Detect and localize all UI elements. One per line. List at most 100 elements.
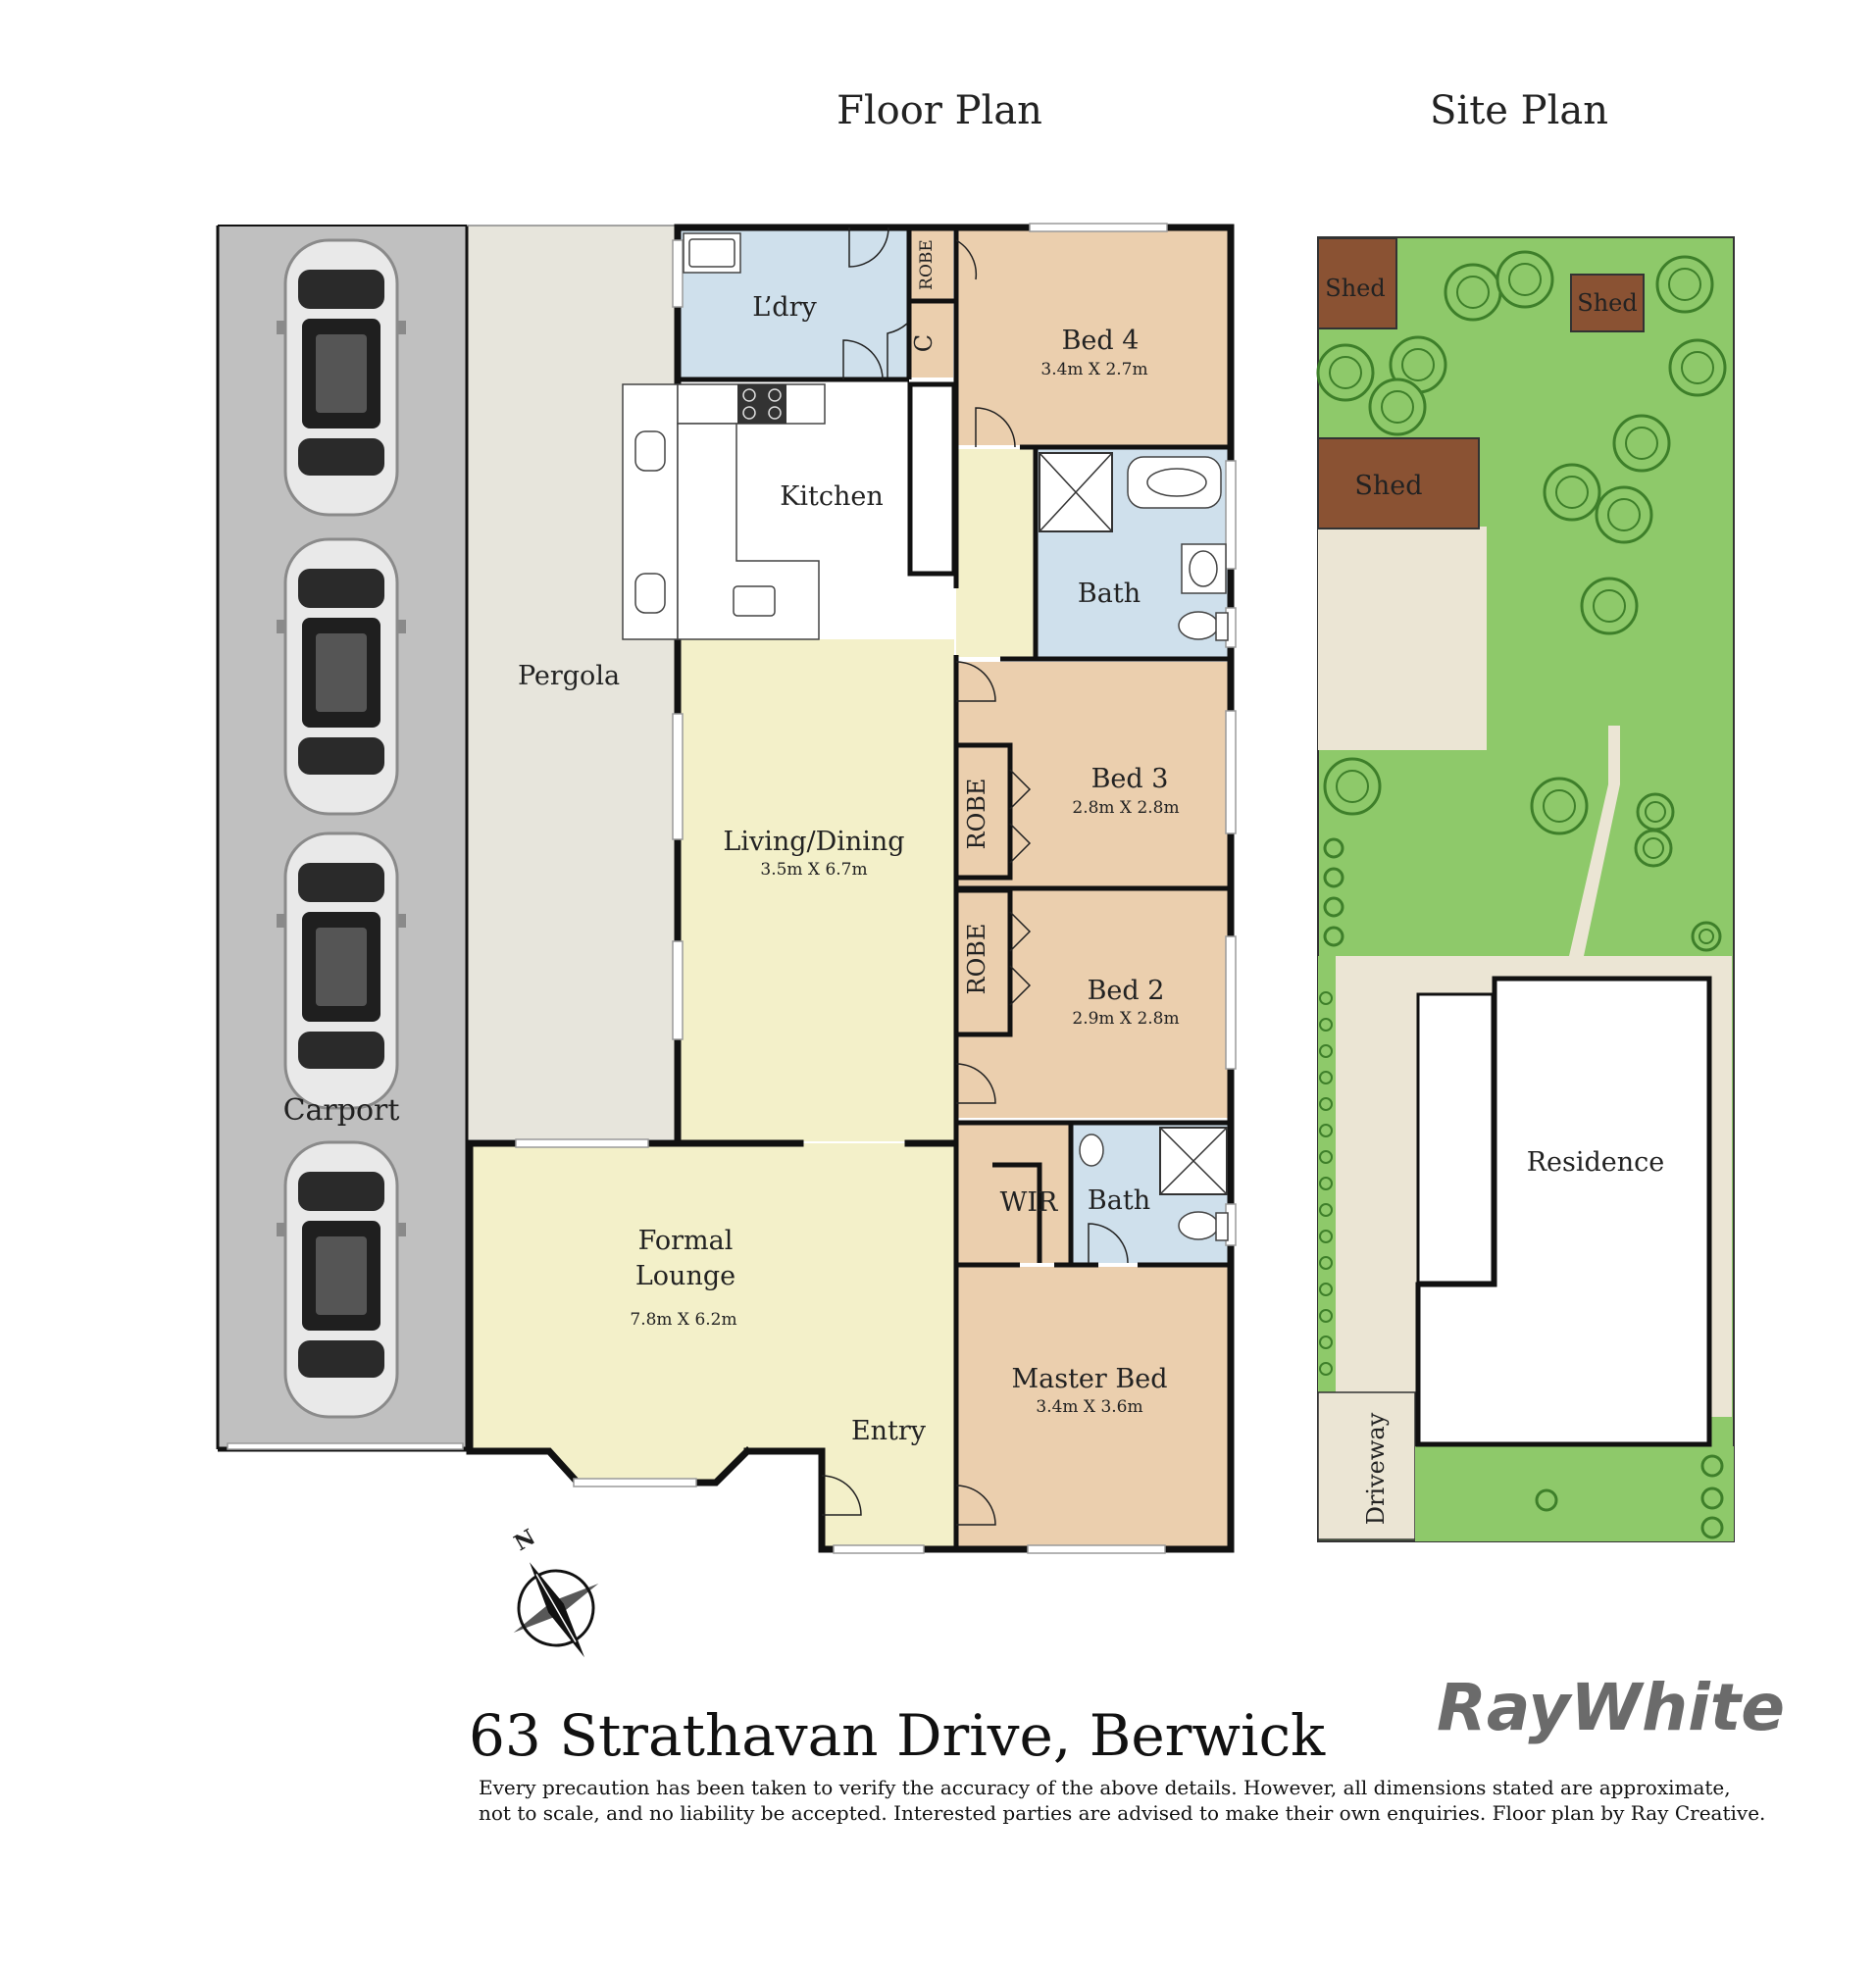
entry-window (833, 1544, 925, 1554)
tree-icon (1655, 255, 1714, 314)
car-icon (277, 537, 406, 816)
tree-icon (1323, 867, 1344, 888)
site-shed-2-label: Shed (1577, 289, 1637, 317)
laundry-kitchen-door (842, 339, 884, 380)
shower-icon (1039, 452, 1113, 532)
ensuite-toilet-cistern (1215, 1212, 1229, 1241)
kitchen-bench-l (677, 423, 820, 640)
cooktop-icon (737, 384, 786, 424)
tree-icon (1634, 829, 1673, 868)
tree-icon (1595, 485, 1653, 544)
formal-lounge-entry-area (470, 1143, 954, 1547)
tree-icon (1535, 1488, 1558, 1512)
site-shed-1-label: Shed (1325, 275, 1385, 302)
car-icon (277, 831, 406, 1110)
tree-icon (1530, 777, 1589, 835)
entry-label: Entry (851, 1416, 927, 1446)
wir-label: WIR (1000, 1187, 1058, 1218)
tree-icon (1700, 1486, 1724, 1510)
bath-vanity-basin (1189, 550, 1218, 587)
floor-plan-heading: Floor Plan (837, 88, 1042, 133)
exterior-wall-front (466, 1139, 804, 1486)
cupboard-label: C (910, 334, 938, 352)
compass-icon (513, 1562, 599, 1658)
bed3-room (956, 662, 1231, 887)
kitchen-bench-sink (733, 585, 776, 617)
ensuite-shower-icon (1159, 1127, 1228, 1195)
tree-icon (1580, 577, 1639, 635)
tree-icon (1700, 1516, 1724, 1539)
laundry-label: L’dry (752, 292, 817, 323)
property-address: 63 Strathavan Drive, Berwick (469, 1702, 1326, 1769)
bed2-window (1225, 935, 1237, 1070)
disclaimer-line-1: Every precaution has been taken to verif… (479, 1776, 1731, 1799)
bed4-dims: 3.4m X 2.7m (1040, 360, 1147, 379)
site-shed-2 (1570, 274, 1645, 332)
laundry-door (848, 227, 889, 268)
master-door (955, 1485, 996, 1526)
disclaimer-line-2: not to scale, and no liability be accept… (479, 1801, 1765, 1825)
tree-icon (1543, 463, 1601, 522)
tree-icon (1612, 414, 1671, 473)
bed2-robe-wall (956, 887, 1013, 1037)
laundry-sink-basin (688, 238, 735, 268)
site-rear-paving (1318, 527, 1487, 750)
bed2-door (955, 1063, 996, 1104)
kitchen-pantry-cabinet (907, 381, 957, 577)
master-bed-room (956, 1267, 1231, 1547)
master-window (1027, 1544, 1166, 1554)
ensuite-door (1088, 1223, 1129, 1264)
tree-icon (1368, 378, 1427, 436)
site-plan-heading: Site Plan (1430, 88, 1608, 133)
entry-door (821, 1475, 862, 1516)
bed3-window (1225, 710, 1237, 834)
living-window-upper (672, 713, 684, 840)
bed2-robe-label: ROBE (963, 924, 990, 995)
formal-lounge-label-line1: Formal (638, 1226, 734, 1256)
tree-icon (1700, 1454, 1724, 1478)
kitchen-label: Kitchen (780, 481, 884, 512)
tree-icon (1444, 263, 1502, 322)
living-label: Living/Dining (723, 827, 904, 857)
bed3-robe-label: ROBE (963, 779, 990, 850)
site-shed-3 (1317, 437, 1480, 529)
ensuite-basin (1079, 1134, 1104, 1167)
ensuite-toilet (1178, 1211, 1219, 1240)
lounge-window-top (515, 1138, 649, 1148)
living-window-lower (672, 940, 684, 1040)
site-front-lawn (1415, 1446, 1734, 1541)
tree-icon (1691, 921, 1722, 952)
tree-icon (1636, 792, 1675, 831)
living-dining-room (678, 639, 954, 1141)
tree-icon (1323, 926, 1344, 947)
formal-lounge-label-line2: Lounge (635, 1261, 735, 1291)
bed4-door (975, 407, 1016, 448)
pergola-area (467, 226, 676, 1139)
site-driveway-label: Driveway (1362, 1412, 1390, 1525)
bath-label: Bath (1078, 579, 1141, 609)
tree-icon (1668, 338, 1727, 397)
lounge-bay-window (573, 1478, 697, 1487)
car-icon (277, 238, 406, 517)
bed3-robe-doors (1009, 769, 1032, 864)
bed3-door (955, 661, 996, 702)
bed3-dims: 2.8m X 2.8m (1072, 798, 1179, 818)
hallway-upper (956, 449, 1035, 657)
bed2-robe-doors (1009, 911, 1032, 1006)
bed2-dims: 2.9m X 2.8m (1072, 1009, 1179, 1029)
bath-toilet (1178, 611, 1219, 640)
bed4-window (1029, 223, 1168, 232)
site-path (1569, 726, 1620, 956)
site-shed-1 (1317, 237, 1397, 329)
bathtub-basin (1146, 468, 1207, 497)
car-icon (277, 1140, 406, 1419)
living-dims: 3.5m X 6.7m (760, 860, 867, 880)
tree-icon (1316, 343, 1375, 402)
wir-room (956, 1123, 1071, 1263)
ensuite-label: Bath (1088, 1185, 1150, 1216)
bed4-label: Bed 4 (1062, 326, 1140, 356)
bed2-label: Bed 2 (1088, 976, 1165, 1006)
bath-window (1225, 460, 1237, 570)
